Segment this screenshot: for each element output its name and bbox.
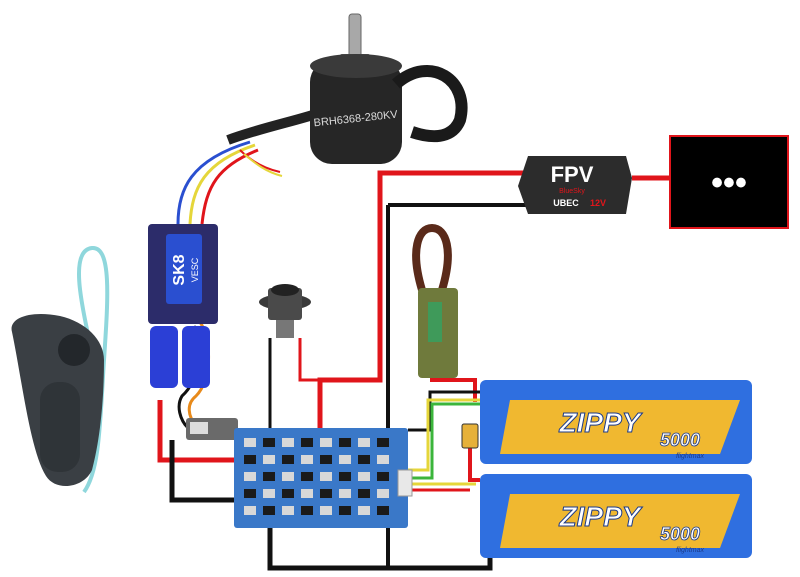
display-box [669, 135, 789, 229]
phase-wire-blue [176, 140, 251, 225]
bms-component [358, 438, 370, 447]
red-wire-batt2 [468, 445, 480, 482]
motor-body [310, 60, 402, 164]
battery-2-sub: flightmax [676, 547, 705, 554]
bms-component [339, 506, 351, 515]
esc-capacitor-1 [150, 326, 178, 388]
esc-connector-plug [190, 422, 208, 434]
bms-component [244, 455, 256, 464]
bms-component [244, 489, 256, 498]
bms-component [358, 455, 370, 464]
bms-component [244, 506, 256, 515]
bms-component [244, 472, 256, 481]
bms-component [339, 472, 351, 481]
bms-component [301, 489, 313, 498]
power-switch [259, 284, 311, 338]
red-wire-switch [298, 338, 320, 382]
motor: BRH6368-280KV [310, 13, 468, 164]
switch-terminals [276, 320, 294, 338]
remote-grip [40, 382, 80, 472]
esc-brand: VESC [190, 257, 200, 282]
bms-component [263, 438, 275, 447]
battery-2-capacity: 5000 [660, 524, 700, 544]
switch-cap [271, 284, 299, 296]
motor-harness [226, 107, 324, 145]
battery-2: ZIPPY 5000 flightmax [480, 474, 752, 558]
black-wire-main [169, 440, 493, 571]
bms-component [263, 506, 275, 515]
motor-top [310, 54, 402, 78]
sensor-cable [239, 149, 281, 173]
bms-component [320, 489, 332, 498]
bms-component [358, 489, 370, 498]
bms-component [282, 489, 294, 498]
ubec: FPV BlueSky UBEC 12V [518, 156, 632, 214]
ubec-tag: UBEC [553, 198, 579, 208]
bms-component [358, 506, 370, 515]
bms-component [377, 472, 389, 481]
bms-component [282, 438, 294, 447]
yellow-balance-wire [408, 398, 480, 472]
display-text: ••• [711, 164, 747, 202]
bms-component [377, 506, 389, 515]
bms-component [320, 455, 332, 464]
bms-component [282, 506, 294, 515]
bms-component [301, 506, 313, 515]
bms-component [320, 506, 332, 515]
bms-component [339, 489, 351, 498]
bms-component [339, 438, 351, 447]
ubec-voltage: 12V [590, 198, 606, 208]
bms-component [301, 438, 313, 447]
bms-components [244, 438, 389, 515]
battery-1-fuse [461, 423, 479, 449]
esc: SK8 VESC [148, 224, 238, 440]
bms-component [377, 489, 389, 498]
bms-component [282, 472, 294, 481]
bms-component [301, 472, 313, 481]
bms-component [263, 489, 275, 498]
bms-component [301, 455, 313, 464]
loop-key [418, 288, 458, 378]
remote-control [11, 246, 110, 494]
bms-component [377, 455, 389, 464]
motor-cable [392, 65, 468, 143]
bms-component [263, 455, 275, 464]
battery-1: ZIPPY 5000 flightmax [461, 380, 752, 464]
bms-component [263, 472, 275, 481]
sensor-cable-2 [243, 153, 283, 177]
remote-thumbwheel [58, 334, 90, 366]
switch-body [268, 288, 302, 320]
bms-component [320, 438, 332, 447]
esc-sticker [166, 234, 202, 304]
ubec-body [518, 156, 632, 214]
ubec-brand: FPV [551, 162, 594, 187]
esc-model: SK8 [171, 254, 188, 285]
display-module: ••• [669, 135, 789, 229]
remote-lanyard [76, 246, 110, 494]
bms-component [377, 438, 389, 447]
wires [157, 107, 672, 571]
bms-board [234, 428, 413, 528]
bms-component [282, 455, 294, 464]
esc-capacitor-2 [182, 326, 210, 388]
loop-key-inner [428, 302, 442, 342]
green-balance-wire [412, 402, 480, 480]
bms-connector [397, 469, 413, 497]
battery-2-brand: ZIPPY [559, 501, 643, 532]
battery-1-capacity: 5000 [660, 430, 700, 450]
battery-1-sub: flightmax [676, 453, 705, 460]
bms-component [320, 472, 332, 481]
bms-component [358, 472, 370, 481]
black-wire-bms [408, 390, 480, 432]
battery-2-stripe [500, 494, 740, 548]
loop-key-wire [412, 223, 452, 292]
bms-component [244, 438, 256, 447]
ubec-sub: BlueSky [559, 188, 585, 195]
battery-1-brand: ZIPPY [559, 407, 643, 438]
red-wire-loop [430, 378, 477, 402]
battery-1-stripe [500, 400, 740, 454]
bms-component [339, 455, 351, 464]
